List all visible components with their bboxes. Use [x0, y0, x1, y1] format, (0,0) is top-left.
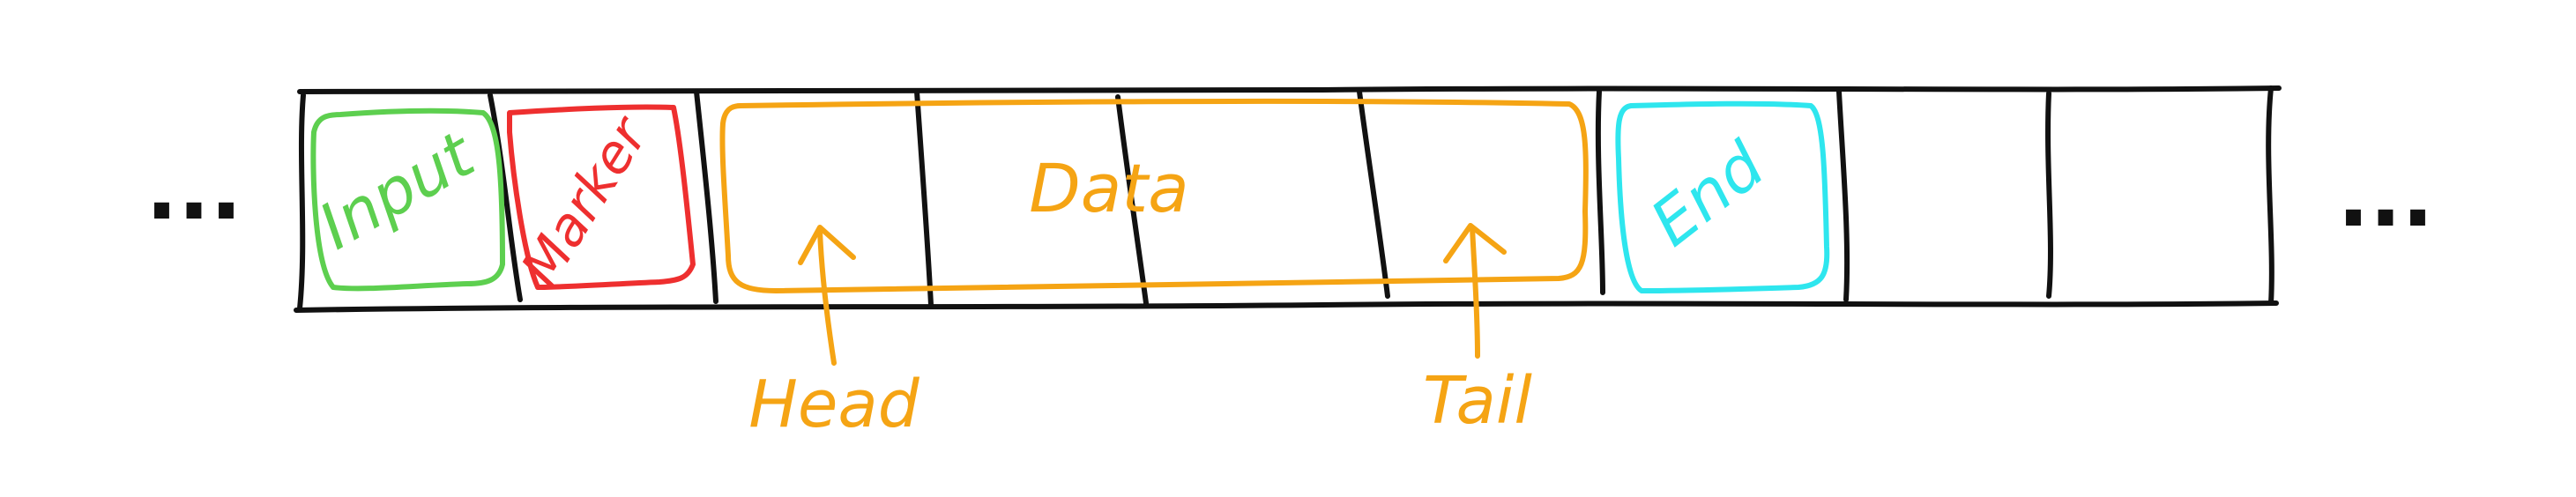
tail-pointer-label: Tail — [1423, 363, 1532, 439]
end-cell-outline — [1615, 100, 1830, 293]
separator-5 — [1357, 89, 1390, 299]
cell-separators — [297, 85, 2274, 311]
ellipsis-right: ... — [2337, 147, 2433, 246]
separator-6 — [1595, 89, 1605, 295]
end-cell-label: End — [1637, 127, 1779, 260]
ellipsis-left: ... — [145, 140, 242, 239]
separator-7 — [1836, 89, 1850, 302]
tail-arrow-head — [1443, 223, 1507, 263]
head-arrow-shaft — [817, 228, 837, 366]
data-region: Data — [719, 98, 1589, 293]
marker-cell-outline — [507, 104, 696, 290]
input-cell-label: Input — [307, 116, 488, 263]
marker-cell-label: Marker — [510, 105, 661, 297]
separator-9 — [2266, 85, 2274, 306]
tail-pointer: Tail — [1423, 223, 1532, 439]
tape-top-border — [297, 85, 2282, 94]
separator-1 — [488, 93, 523, 302]
head-pointer-label: Head — [748, 367, 920, 442]
separator-2 — [694, 89, 718, 304]
data-region-label: Data — [1029, 149, 1188, 227]
head-pointer: Head — [748, 225, 920, 442]
input-cell: Input — [307, 108, 505, 292]
end-cell: End — [1615, 100, 1830, 293]
separator-4 — [1115, 94, 1149, 306]
separator-0 — [297, 93, 306, 311]
separator-8 — [2045, 91, 2053, 299]
marker-cell: Marker — [507, 104, 696, 297]
tail-arrow-shaft — [1470, 225, 1480, 359]
separator-3 — [914, 89, 934, 308]
tape-bottom-border — [294, 300, 2279, 313]
tape-outline — [294, 85, 2282, 313]
head-arrow-head — [798, 225, 856, 265]
input-cell-outline — [310, 108, 505, 292]
